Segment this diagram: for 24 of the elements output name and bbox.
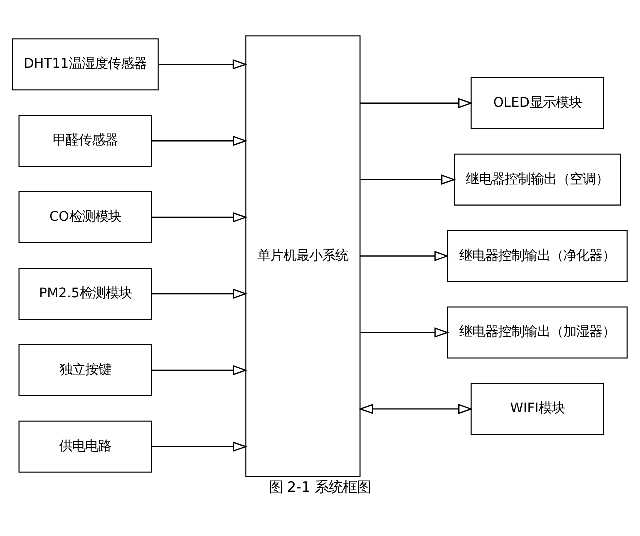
node-box: 继电器控制输出（加湿器） bbox=[447, 306, 628, 359]
node-box: WIFI模块 bbox=[470, 383, 604, 436]
node-box: PM2.5检测模块 bbox=[18, 268, 152, 320]
node-box: 单片机最小系统 bbox=[246, 36, 361, 477]
caption: 图 2-1 系统框图 bbox=[268, 480, 372, 496]
arrow bbox=[360, 251, 450, 262]
arrow bbox=[358, 404, 474, 414]
node-box: 继电器控制输出（空调） bbox=[454, 154, 622, 206]
arrow bbox=[360, 174, 456, 185]
arrow bbox=[152, 288, 248, 300]
node-box: 继电器控制输出（净化器） bbox=[447, 230, 628, 282]
arrow bbox=[152, 212, 248, 223]
node-box: 甲醛传感器 bbox=[18, 115, 152, 168]
arrow bbox=[152, 136, 248, 146]
node-box: 独立按键 bbox=[18, 344, 152, 396]
node-box: CO检测模块 bbox=[18, 192, 152, 244]
node-box: DHT11温湿度传感器 bbox=[12, 38, 159, 91]
arrow bbox=[360, 328, 450, 338]
arrow bbox=[360, 98, 474, 108]
arrow bbox=[152, 442, 248, 452]
node-box: 供电电路 bbox=[18, 420, 152, 473]
node-box: OLED显示模块 bbox=[470, 77, 604, 130]
arrow bbox=[158, 59, 248, 70]
arrow bbox=[152, 365, 248, 376]
